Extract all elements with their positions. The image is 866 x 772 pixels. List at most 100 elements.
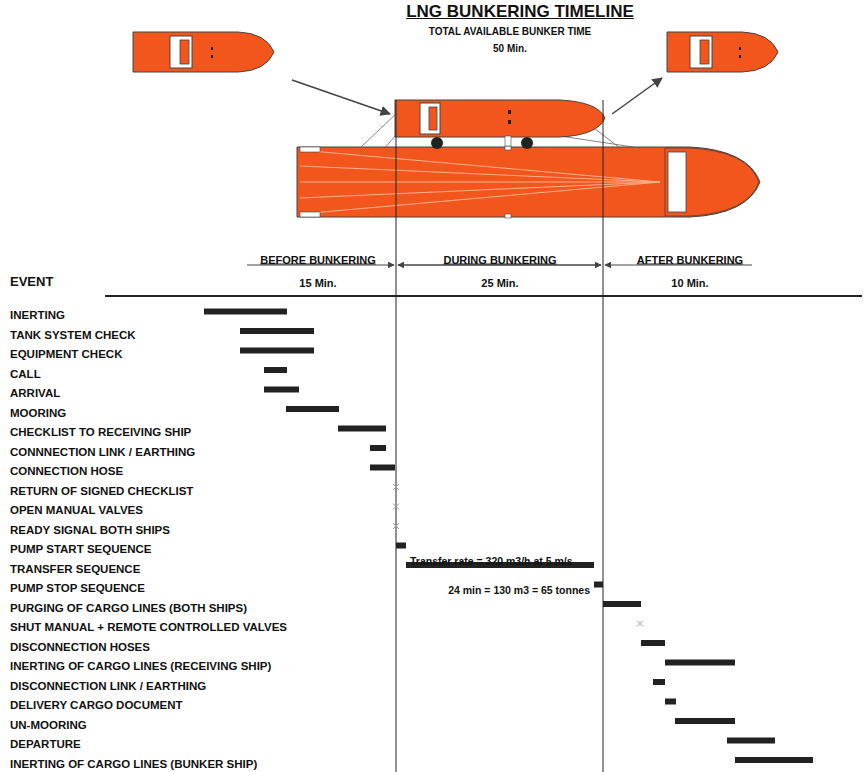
receiving-ship (300, 212, 320, 217)
bunker-ship-departing (667, 32, 778, 72)
label-holder: TRANSFER SEQUENCE (10, 559, 140, 577)
label-holder: Transfer rate = 320 m3/h at 5 m/s (410, 551, 573, 569)
label-holder: TOTAL AVAILABLE BUNKER TIME (429, 21, 592, 39)
receiving-ship (505, 214, 511, 218)
event-name: DISCONNECTION LINK / EARTHING (10, 680, 206, 693)
label-holder: BEFORE BUNKERING (260, 250, 376, 268)
event-name: INERTING OF CARGO LINES (BUNKER SHIP) (10, 758, 257, 771)
label-holder: DEPARTURE (10, 734, 81, 752)
receiving-ship (300, 182, 660, 183)
bunker-ship-arriving (211, 47, 213, 50)
bunker-ship-moored (560, 136, 640, 148)
gantt-bar (286, 406, 339, 412)
gantt-bar (594, 582, 603, 588)
gantt-bar (603, 601, 641, 607)
label-holder: UN-MOORING (10, 715, 87, 733)
bunker-ship-moored (360, 112, 398, 148)
gantt-bar (665, 660, 735, 666)
label-holder: AFTER BUNKERING (637, 250, 743, 268)
event-name: PURGING OF CARGO LINES (BOTH SHIPS) (10, 602, 247, 615)
bunker-ship-departing (700, 40, 709, 64)
label-holder: DELIVERY CARGO DOCUMENT (10, 695, 183, 713)
bunker-ship-arriving (170, 36, 192, 68)
label-holder: PUMP STOP SEQUENCE (10, 578, 145, 596)
event-name: CALL (10, 368, 41, 381)
transfer-note: Transfer rate = 320 m3/h at 5 m/s (410, 555, 573, 568)
milestone-mark (393, 504, 399, 510)
bunker-ship-arriving (180, 40, 189, 64)
header-rule (105, 295, 862, 297)
label-holder: MOORING (10, 403, 66, 421)
label-holder: OPEN MANUAL VALVES (10, 500, 143, 518)
gantt-bar (727, 738, 775, 744)
receiving-ship (297, 146, 760, 218)
total-time-label: TOTAL AVAILABLE BUNKER TIME (429, 25, 592, 38)
event-name: UN-MOORING (10, 719, 87, 732)
receiving-ship (668, 152, 686, 212)
label-holder: CHECKLIST TO RECEIVING SHIP (10, 422, 191, 440)
event-name: CONNECTION HOSE (10, 465, 123, 478)
gantt-bar (370, 445, 386, 451)
movement-arrow (292, 80, 390, 114)
gantt-bar (665, 699, 676, 705)
event-name: READY SIGNAL BOTH SHIPS (10, 524, 170, 537)
label-holder: 24 min = 130 m3 = 65 tonnes (448, 580, 590, 598)
gantt-bar (653, 679, 665, 685)
bunker-ship-moored (521, 137, 533, 149)
event-name: RETURN OF SIGNED CHECKLIST (10, 485, 193, 498)
label-holder: SHUT MANUAL + REMOTE CONTROLLED VALVES (10, 617, 287, 635)
bunker-ship-moored (420, 103, 440, 134)
column-heading: EVENT (10, 275, 53, 288)
label-holder: 50 Min. (493, 38, 527, 56)
event-name: MOORING (10, 407, 66, 420)
label-holder: DISCONNECTION HOSES (10, 637, 150, 655)
phase-duration: 10 Min. (671, 277, 708, 290)
phase-duration: 15 Min. (299, 277, 336, 290)
label-holder: 15 Min. (299, 273, 336, 291)
label-holder: CALL (10, 364, 41, 382)
bunker-ship-departing (739, 47, 741, 50)
receiving-ship (300, 150, 660, 182)
gantt-bar (641, 640, 665, 646)
event-name: TRANSFER SEQUENCE (10, 563, 140, 576)
phase-boundary (603, 100, 604, 772)
title-box: LNG BUNKERING TIMELINE (406, 2, 634, 22)
event-name: CHECKLIST TO RECEIVING SHIP (10, 426, 191, 439)
label-holder: 10 Min. (671, 273, 708, 291)
milestone-mark (393, 523, 399, 529)
event-name: SHUT MANUAL + REMOTE CONTROLLED VALVES (10, 621, 287, 634)
event-name: DELIVERY CARGO DOCUMENT (10, 699, 183, 712)
gantt-bars (204, 264, 813, 763)
label-holder: DISCONNECTION LINK / EARTHING (10, 676, 206, 694)
bunker-ship-arriving (133, 32, 274, 72)
receiving-ship (300, 182, 660, 198)
label-holder: EVENT (10, 272, 53, 290)
bunker-ship-moored (360, 100, 640, 149)
gantt-bar (240, 348, 314, 354)
transfer-note: 24 min = 130 m3 = 65 tonnes (448, 584, 590, 597)
phase-boundary (396, 100, 603, 772)
milestone-mark (637, 621, 643, 627)
diagram-title: LNG BUNKERING TIMELINE (406, 2, 634, 22)
bunker-ship-arriving (211, 55, 213, 58)
event-name: DEPARTURE (10, 738, 81, 751)
label-holder: INERTING OF CARGO LINES (RECEIVING SHIP) (10, 656, 271, 674)
receiving-ship (505, 146, 511, 150)
event-name: EQUIPMENT CHECK (10, 348, 122, 361)
event-name: INERTING OF CARGO LINES (RECEIVING SHIP) (10, 660, 271, 673)
receiving-ship (297, 147, 760, 217)
label-holder: DURING BUNKERING (443, 250, 556, 268)
event-name: OPEN MANUAL VALVES (10, 504, 143, 517)
event-name: ARRIVAL (10, 387, 60, 400)
event-name: PUMP STOP SEQUENCE (10, 582, 145, 595)
milestone-mark (393, 484, 399, 490)
gantt-bar (396, 543, 406, 549)
phase-boundary (396, 100, 397, 772)
bunker-ship-arriving (133, 32, 274, 72)
total-time-value: 50 Min. (493, 42, 527, 55)
bunker-ship-moored (508, 110, 511, 114)
label-holder: ARRIVAL (10, 383, 60, 401)
gantt-bar (735, 757, 813, 763)
